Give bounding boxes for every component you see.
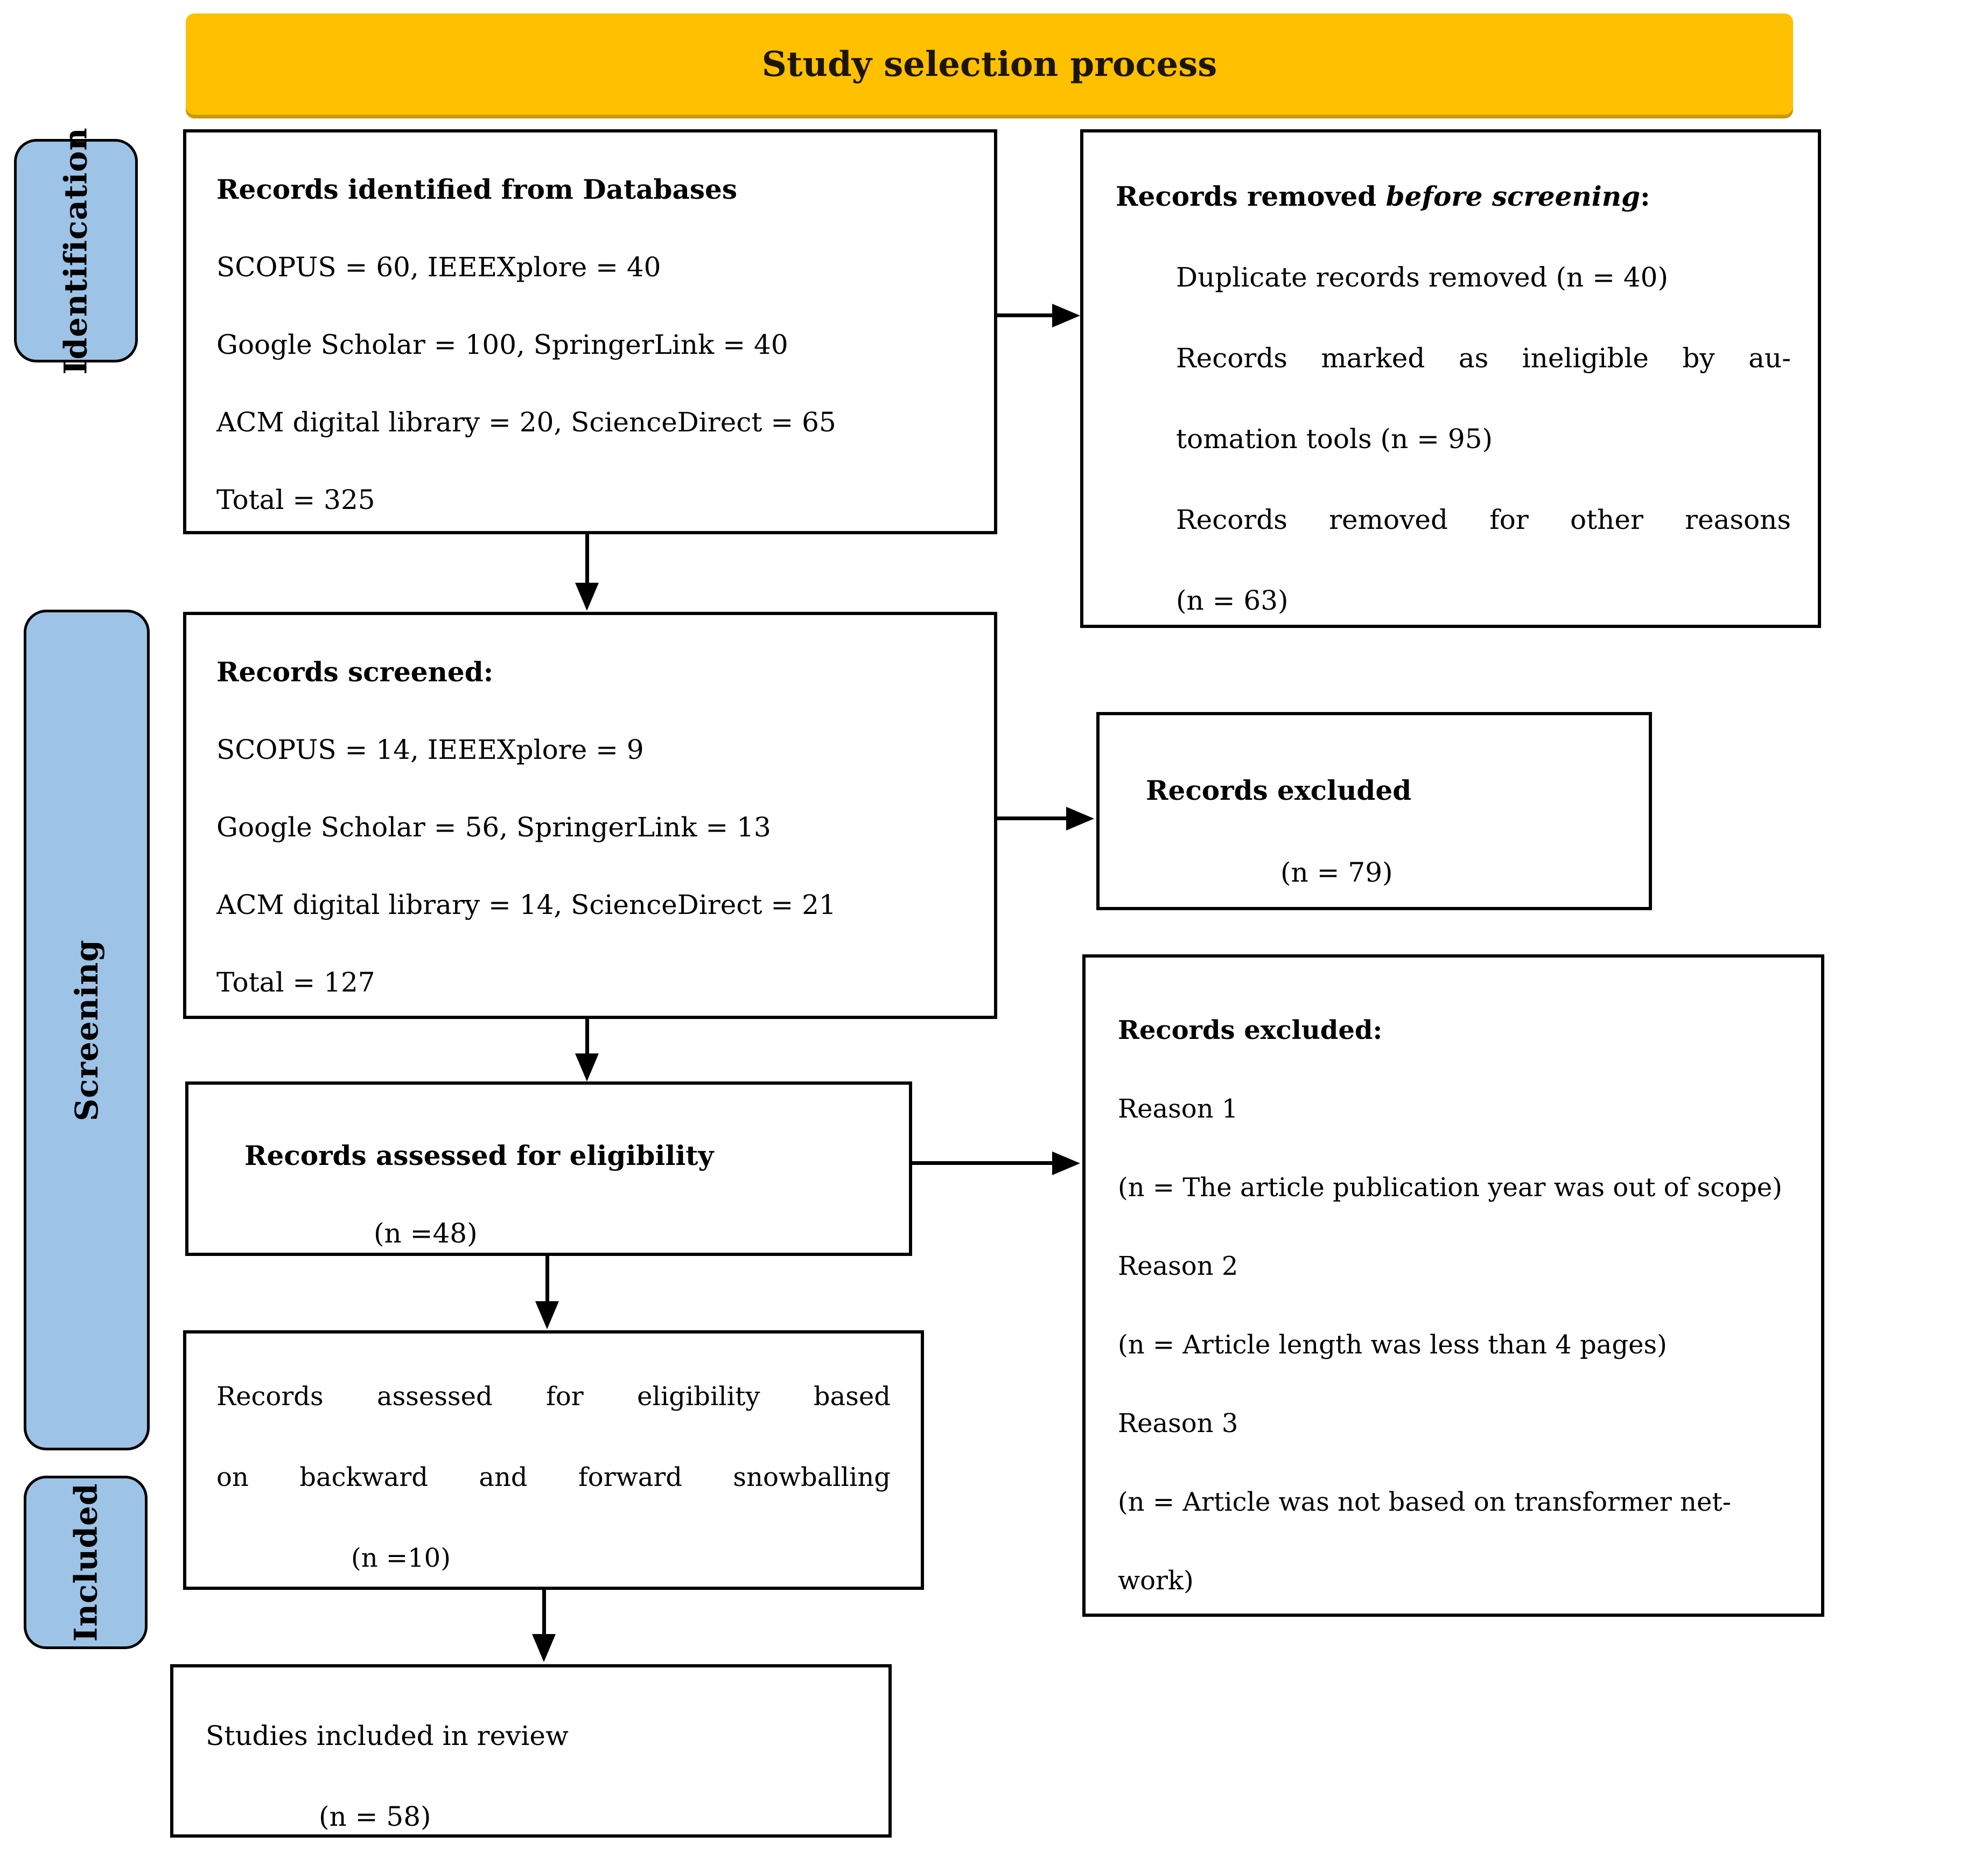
records-excluded-count: (n = 79) <box>1280 857 1393 888</box>
records-removed-line: Records marked as ineligible by au- <box>1176 343 1791 374</box>
box-records-removed: Records removed before screening: Duplic… <box>1080 129 1821 628</box>
records-removed-header-suffix: : <box>1640 180 1650 212</box>
records-removed-line: (n = 63) <box>1176 585 1289 616</box>
records-screened-line: Google Scholar = 56, SpringerLink = 13 <box>216 812 771 843</box>
stage-label-included: Included <box>24 1476 148 1649</box>
arrow-shaft <box>912 1161 1053 1165</box>
excluded-reason-line: Reason 2 <box>1118 1251 1238 1281</box>
records-excluded-header: Records excluded <box>1146 774 1412 806</box>
records-removed-header-italic: before screening <box>1385 180 1641 212</box>
arrow-shaft <box>542 1590 546 1636</box>
arrow-head-right-icon <box>1052 304 1080 327</box>
studies-included-header: Studies included in review <box>206 1720 569 1751</box>
excluded-reason-line: work) <box>1118 1566 1194 1596</box>
records-assessed-count: (n =48) <box>374 1218 478 1249</box>
excluded-reason-line: Reason 1 <box>1118 1094 1238 1124</box>
records-assessed-header: Records assessed for eligibility <box>244 1140 714 1171</box>
stage-label-included-text: Included <box>67 1483 104 1642</box>
snowballing-line: on backward and forward snowballing <box>216 1462 891 1492</box>
arrow-shaft <box>997 816 1067 820</box>
arrow-head-right-icon <box>1066 807 1094 830</box>
stage-label-identification: Identification <box>14 127 138 374</box>
records-removed-header-prefix: Records removed <box>1116 180 1386 212</box>
records-screened-line: Total = 127 <box>216 967 375 998</box>
box-snowballing: Records assessed for eligibility based o… <box>183 1330 924 1590</box>
arrow-head-down-icon <box>535 1301 559 1329</box>
records-identified-line: ACM digital library = 20, ScienceDirect … <box>216 407 836 438</box>
arrow-head-right-icon <box>1052 1151 1080 1175</box>
records-removed-header: Records removed before screening: <box>1116 156 1791 237</box>
snowballing-line: Records assessed for eligibility based <box>216 1381 891 1412</box>
snowballing-count: (n =10) <box>351 1543 451 1573</box>
box-records-assessed: Records assessed for eligibility (n =48) <box>185 1081 912 1256</box>
arrow-shaft <box>997 313 1053 317</box>
page-title: Study selection process <box>761 44 1217 85</box>
box-records-excluded-reasons: Records excluded: Reason 1 (n = The arti… <box>1082 954 1824 1617</box>
box-records-screened: Records screened: SCOPUS = 14, IEEEXplor… <box>183 612 997 1019</box>
stage-label-screening-text: Screening <box>68 939 105 1121</box>
arrow-shaft <box>585 1019 589 1056</box>
studies-included-count: (n = 58) <box>319 1801 431 1832</box>
records-identified-line: SCOPUS = 60, IEEEXplore = 40 <box>216 252 661 283</box>
excluded-reason-line: Reason 3 <box>1118 1408 1238 1439</box>
excluded-reason-line: (n = Article length was less than 4 page… <box>1118 1330 1667 1360</box>
records-excluded-reasons-header: Records excluded: <box>1118 1015 1383 1045</box>
box-records-identified: Records identified from Databases SCOPUS… <box>183 129 997 534</box>
arrow-head-down-icon <box>575 1053 599 1081</box>
box-studies-included: Studies included in review (n = 58) <box>170 1664 892 1838</box>
records-screened-line: ACM digital library = 14, ScienceDirect … <box>216 889 836 920</box>
excluded-reason-line: (n = Article was not based on transforme… <box>1118 1487 1731 1517</box>
arrow-shaft <box>545 1256 549 1303</box>
title-banner: Study selection process <box>186 13 1793 115</box>
records-screened-header: Records screened: <box>216 656 494 688</box>
records-screened-line: SCOPUS = 14, IEEEXplore = 9 <box>216 734 644 765</box>
records-removed-line: Records removed for other reasons <box>1176 504 1791 535</box>
records-removed-line: tomation tools (n = 95) <box>1176 423 1493 455</box>
records-identified-header: Records identified from Databases <box>216 173 737 205</box>
records-identified-line: Total = 325 <box>216 484 375 515</box>
stage-label-screening: Screening <box>24 610 150 1450</box>
box-records-excluded: Records excluded (n = 79) <box>1096 712 1652 910</box>
arrow-head-down-icon <box>575 583 599 611</box>
arrow-head-down-icon <box>532 1634 556 1662</box>
records-removed-line: Duplicate records removed (n = 40) <box>1176 262 1668 293</box>
arrow-shaft <box>585 534 589 585</box>
records-identified-line: Google Scholar = 100, SpringerLink = 40 <box>216 329 788 360</box>
excluded-reason-line: (n = The article publication year was ou… <box>1118 1172 1782 1203</box>
stage-label-identification-text: Identification <box>58 127 95 375</box>
